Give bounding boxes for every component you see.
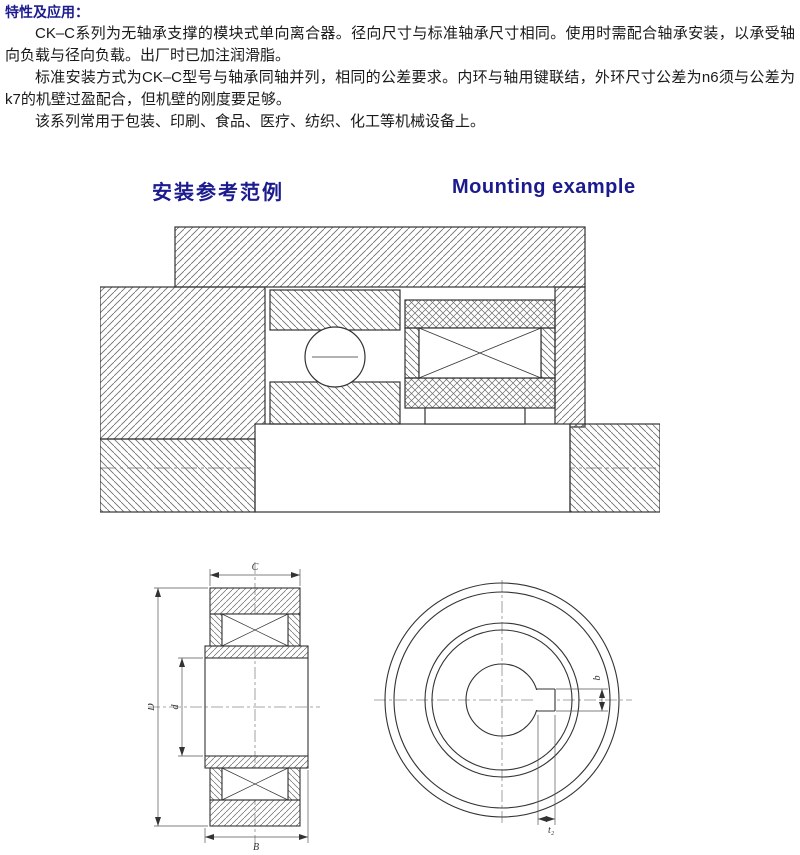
- shaft-section: [100, 423, 660, 513]
- front-view-drawing: b t₂: [370, 575, 635, 845]
- dimension-b: b: [556, 676, 608, 712]
- keyway: [535, 688, 556, 712]
- paragraph-features: CK–C系列为无轴承支撑的模块式单向离合器。径向尺寸与标准轴承尺寸相同。使用时需…: [5, 25, 795, 64]
- dim-label-B: B: [253, 842, 259, 852]
- dim-label-d: d: [170, 704, 181, 710]
- mounting-drawing-svg: [100, 226, 660, 513]
- intro-text-block: 特性及应用： CK–C系列为无轴承支撑的模块式单向离合器。径向尺寸与标准轴承尺寸…: [5, 2, 795, 133]
- side-view-svg: C B D d: [148, 562, 320, 852]
- dimension-t2: t₂: [537, 715, 556, 836]
- paragraph-mounting: 标准安装方式为CK–C型号与轴承同轴并列，相同的公差要求。内环与轴用键联结，外环…: [5, 69, 795, 108]
- side-view-drawing: C B D d: [148, 560, 320, 852]
- dim-label-t2: t₂: [548, 825, 555, 836]
- dim-label-D: D: [148, 703, 157, 712]
- dim-label-C: C: [252, 562, 259, 573]
- front-view-svg: b t₂: [374, 580, 632, 836]
- clutch-front-rings: [384, 582, 620, 818]
- heading-mounting-example-zh: 安装参考范例: [152, 182, 284, 204]
- clutch-section: [404, 299, 556, 425]
- dimension-d: d: [170, 657, 203, 757]
- centerlines-icon: [374, 580, 632, 823]
- dimension-D: D: [148, 587, 208, 827]
- support-bearing-section: [269, 289, 401, 425]
- section-header: 特性及应用：: [5, 4, 89, 20]
- dimension-C: C: [209, 562, 301, 586]
- heading-mounting-example-en: Mounting example: [452, 176, 636, 198]
- mounting-example-drawing: [100, 222, 660, 522]
- clutch-cross-section: [204, 587, 309, 827]
- paragraph-applications: 该系列常用于包装、印刷、食品、医疗、纺织、化工等机械设备上。: [35, 113, 486, 130]
- dim-label-b: b: [592, 676, 603, 681]
- dimension-B: B: [204, 770, 309, 852]
